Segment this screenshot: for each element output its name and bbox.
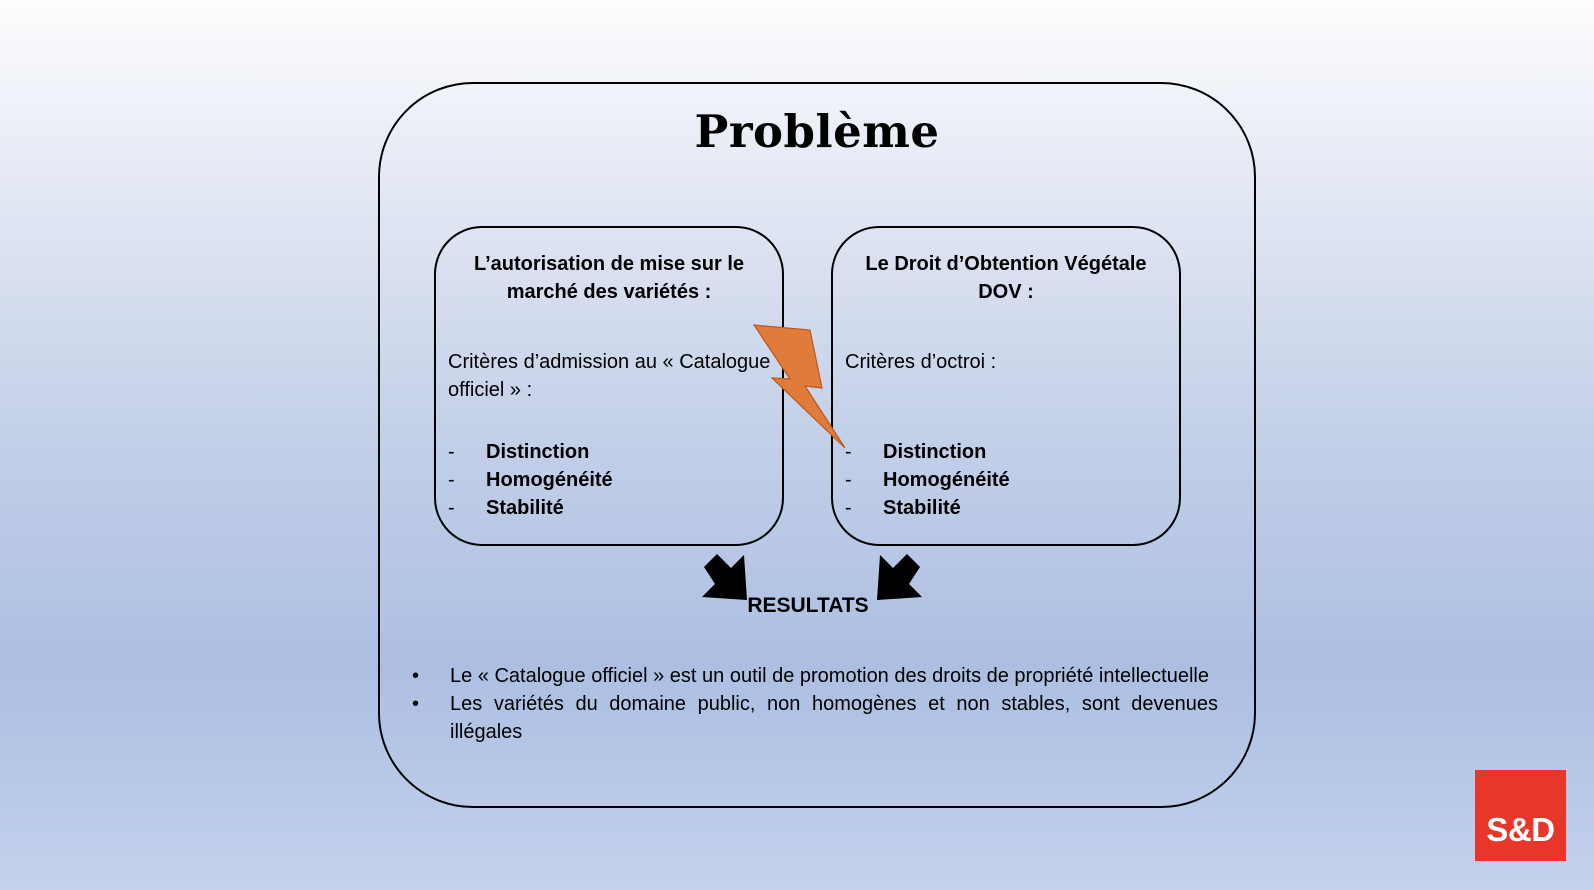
left-criteria-list: -Distinction -Homogénéité -Stabilité [448,438,613,522]
page-title: Problème [694,105,940,158]
list-item: •Le « Catalogue officiel » est un outil … [412,665,1209,687]
list-item: -Stabilité [448,497,564,519]
left-box-criteria-intro: Critères d’admission au « Catalogue offi… [448,351,771,401]
arrow-down-left-icon [877,554,922,600]
left-box-heading: L’autorisation de mise sur le marché des… [473,253,745,303]
list-item: -Homogénéité [448,469,613,491]
list-item: •Les variétés du domaine public, non hom… [412,693,1218,743]
right-criteria-box: Le Droit d’Obtention Végétale DOV : Crit… [831,226,1181,546]
right-box-heading: Le Droit d’Obtention Végétale DOV : [865,253,1147,303]
right-criteria-list: -Distinction -Homogénéité -Stabilité [845,438,1010,522]
list-item: -Stabilité [845,497,961,519]
problem-frame [378,82,1256,808]
arrow-down-right-icon [702,554,747,600]
results-list: •Le « Catalogue officiel » est un outil … [408,662,1218,746]
results-label: RESULTATS [747,594,869,617]
lightning-bolt-icon [752,324,846,449]
logo-text: S&D [1486,811,1555,848]
list-item: -Distinction [448,441,590,463]
right-box-criteria-intro: Critères d’octroi : [845,351,997,373]
left-criteria-box: L’autorisation de mise sur le marché des… [434,226,784,546]
sd-logo: S&D [1475,770,1566,861]
list-item: -Homogénéité [845,469,1010,491]
list-item: -Distinction [845,441,987,463]
